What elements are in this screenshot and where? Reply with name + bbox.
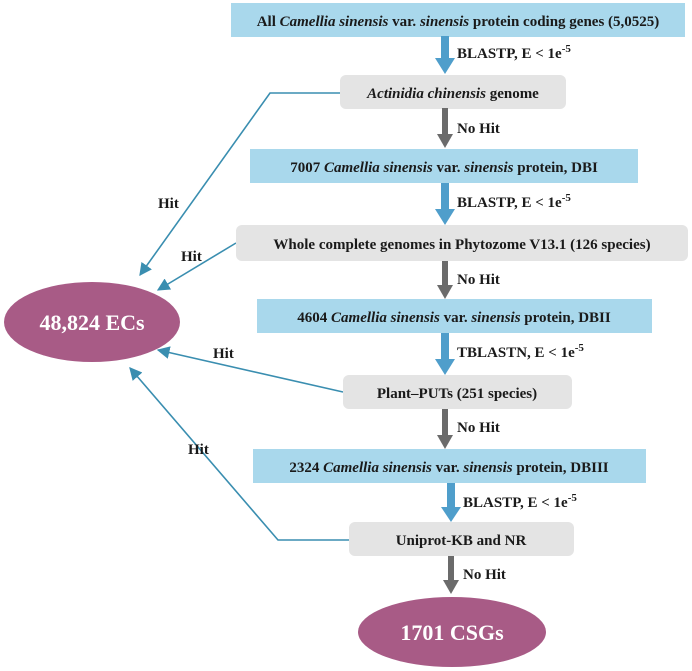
label-dbi: 7007 Camellia sinensis var. sinensis pro… — [290, 160, 598, 176]
hit-line-phytozome — [156, 242, 237, 291]
nohit-arrow-1 — [437, 108, 453, 148]
nohit-arrow-3 — [437, 409, 453, 449]
label-phytozome: Whole complete genomes in Phytozome V13.… — [273, 237, 650, 253]
label-all-genes: All Camellia sinensis var. sinensis prot… — [257, 14, 660, 30]
label-csgs: 1701 CSGs — [400, 620, 504, 645]
box-all-genes — [231, 3, 685, 37]
box-actinidia — [340, 75, 566, 109]
edge-label-nohit-3: No Hit — [457, 420, 500, 436]
nohit-arrow-2 — [437, 261, 453, 299]
hit-connectors — [129, 92, 349, 541]
box-dbiii — [253, 449, 646, 483]
edge-label-blastp-2: BLASTP, E < 1e-5 — [457, 192, 571, 211]
edge-label-blastp-1: BLASTP, E < 1e-5 — [457, 43, 571, 62]
edge-label-blastp-4: BLASTP, E < 1e-5 — [463, 492, 577, 511]
blast-arrow-2 — [435, 183, 455, 225]
label-ecs: 48,824 ECs — [39, 310, 145, 335]
hit-label-2: Hit — [181, 249, 202, 265]
label-uniprot: Uniprot-KB and NR — [396, 533, 527, 549]
ellipse-ecs — [4, 282, 180, 362]
box-plantputs — [343, 375, 572, 409]
edge-label-nohit-4: No Hit — [463, 567, 506, 583]
nohit-arrow-4 — [443, 556, 459, 594]
box-dbii — [257, 299, 652, 333]
label-plantputs: Plant–PUTs (251 species) — [377, 386, 537, 402]
ellipse-csgs — [358, 597, 546, 667]
label-dbiii: 2324 Camellia sinensis var. sinensis pro… — [289, 460, 608, 476]
blast-arrow-3 — [435, 333, 455, 375]
hit-label-4: Hit — [188, 442, 209, 458]
edge-label-nohit-2: No Hit — [457, 272, 500, 288]
blast-arrow-4 — [441, 483, 461, 522]
blast-arrow-1 — [435, 36, 455, 74]
edge-label-tblastn-3: TBLASTN, E < 1e-5 — [457, 342, 584, 361]
hit-label-1: Hit — [158, 196, 179, 212]
edge-label-nohit-1: No Hit — [457, 121, 500, 137]
label-dbii: 4604 Camellia sinensis var. sinensis pro… — [297, 310, 611, 326]
hit-label-3: Hit — [213, 346, 234, 362]
hit-line-uniprot — [129, 367, 349, 541]
box-dbi — [250, 149, 638, 183]
hit-line-actinidia — [139, 92, 340, 277]
label-actinidia: Actinidia chinensis genome — [366, 86, 539, 102]
box-phytozome — [236, 225, 688, 261]
hit-line-plantputs — [156, 346, 344, 393]
box-uniprot — [349, 522, 574, 556]
